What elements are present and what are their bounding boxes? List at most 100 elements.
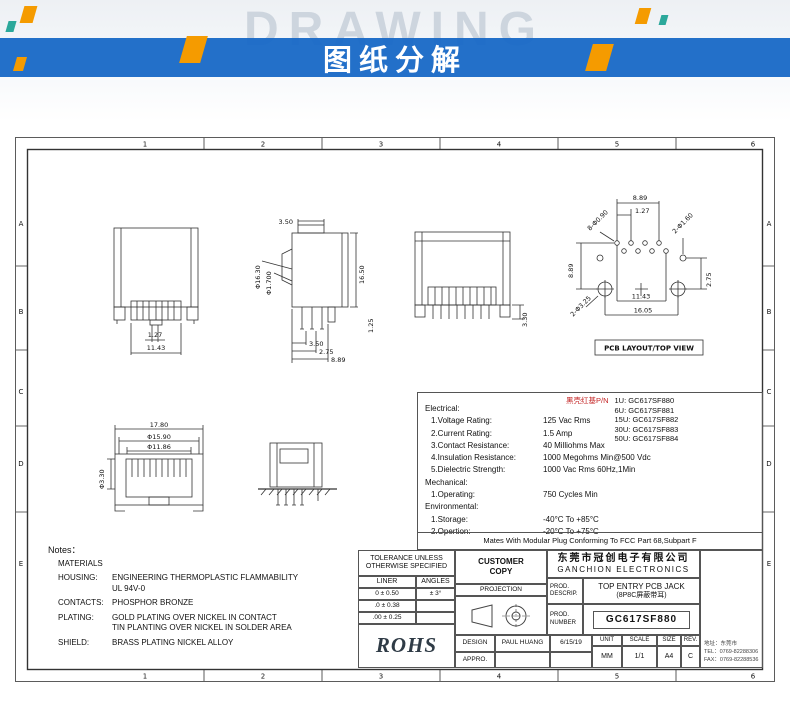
unit-value: MM [592, 646, 622, 668]
grid-col-bottom: 6 [751, 673, 756, 681]
grid-row-right: D [766, 460, 771, 468]
pn-item: 1U: GC617SF880 [614, 396, 675, 405]
notes-row: SHIELD: BRASS PLATING NICKEL ALLOY [58, 637, 234, 647]
grid-col-top: 1 [143, 141, 147, 149]
spec-row: 3.Contact Resistance:40 Milliohms Max [431, 440, 605, 450]
spec-section-title: Environmental: [425, 502, 479, 512]
spec-row: 4.Insulation Resistance:1000 Megohms Min… [431, 453, 651, 463]
mates-note: Mates With Modular Plug Conforming To FC… [418, 532, 762, 549]
dim-pcb-left: 8.89 [567, 264, 575, 278]
liner-header: LINER [358, 576, 416, 588]
notes-title: Notes： [48, 545, 81, 555]
pcb-view-caption: PCB LAYOUT/TOP VIEW [604, 345, 694, 353]
dim-side-dia2: Φ1.700 [265, 271, 273, 295]
notes-row: CONTACTS: PHOSPHOR BRONZE [58, 598, 194, 607]
tolerance-row-liner: .0 ± 0.38 [358, 600, 416, 612]
dim-front-pitch: 1.27 [148, 331, 162, 339]
dim-pcb-hole-big: 2-Φ3.25 [569, 294, 593, 318]
dim-bf-w1: 17.80 [150, 421, 169, 429]
appro-name [495, 651, 550, 668]
drawing-sheet: 1 2 3 4 5 6 1 2 3 4 5 6 A B C D E A B C [15, 137, 775, 682]
company-name: 东莞市冠创电子有限公司 GANCHION ELECTRONICS [547, 550, 700, 578]
specifications-panel: 黑壳红基P/N 1U: GC617SF880 6U: GC617SF881 15… [417, 392, 763, 550]
grid-col-top: 3 [379, 141, 383, 149]
scale-value: 1/1 [622, 646, 657, 668]
dim-bf-w2: Φ15.90 [147, 433, 171, 441]
grid-row-right: B [767, 308, 772, 316]
grid-col-bottom: 1 [143, 673, 147, 681]
header-banner-area: DRAWING 图纸分解 [0, 0, 790, 122]
grid-col-top: 5 [615, 141, 619, 149]
company-contact: 地址：东莞市 TEL：0769-82288306 FAX：0769-822885… [700, 550, 763, 668]
tolerance-row-angle [416, 600, 455, 612]
tolerance-row-liner: 0 ± 0.50 [358, 588, 416, 600]
tolerance-row-angle: ± 3° [416, 588, 455, 600]
prod-descrip-label: PROD.DESCRIP. [547, 578, 583, 604]
pn-item: 15U: GC617SF882 [614, 415, 679, 425]
design-label: DESIGN [455, 635, 495, 652]
pn-items: 1U: GC617SF880 6U: GC617SF881 15U: GC617… [615, 396, 679, 444]
pn-item: 30U: GC617SF883 [614, 424, 679, 434]
grid-row-left: B [19, 308, 24, 316]
size-header: SIZE [657, 635, 681, 646]
grid-labels: 1 2 3 4 5 6 1 2 3 4 5 6 A B C D E A B C [18, 141, 771, 681]
tolerance-row-liner: .00 ± 0.25 [358, 612, 416, 624]
grid-row-left: E [19, 560, 23, 568]
title-banner: 图纸分解 [0, 38, 790, 77]
projection-label: PROJECTION [455, 584, 547, 596]
rev-value: C [681, 646, 700, 668]
grid-col-top: 2 [261, 141, 265, 149]
appro-label: APPRO. [455, 651, 495, 668]
part-number-list: 黑壳红基P/N 1U: GC617SF880 6U: GC617SF881 15… [566, 396, 678, 444]
dim-front-width: 11.43 [147, 344, 166, 352]
grid-col-bottom: 5 [615, 673, 619, 681]
spec-row: 2.Current Rating:1.5 Amp [431, 428, 573, 438]
pn-item: 50U: GC617SF884 [614, 434, 679, 444]
spec-row: 1.Operating:750 Cycles Min [431, 490, 598, 500]
view-side-elevation: 3.50 16.50 1.25 Φ16.30 Φ1.700 3.50 2.75 … [254, 218, 375, 364]
dim-bf-w3: Φ11.86 [147, 443, 171, 451]
angles-header: ANGLES [416, 576, 455, 588]
technical-drawing-canvas: 1 2 3 4 5 6 1 2 3 4 5 6 A B C D E A B C [15, 137, 775, 682]
grid-row-right: E [767, 560, 771, 568]
grid-col-bottom: 2 [261, 673, 265, 681]
designer-name: PAUL HUANG [495, 635, 550, 652]
dim-pcb-t1: 8.89 [633, 194, 647, 202]
grid-row-right: C [767, 388, 772, 396]
dim-pcb-b2: 16.05 [634, 307, 653, 315]
dim-pcb-hole-side: 2-Φ1.60 [671, 211, 695, 235]
grid-row-left: A [19, 220, 24, 228]
dim-side-b3: 8.89 [331, 356, 345, 364]
page-title: 图纸分解 [322, 44, 467, 77]
pn-item: 6U: GC617SF881 [614, 405, 675, 415]
dim-pcb-right: 2.75 [705, 273, 713, 287]
grid-row-right: A [767, 220, 772, 228]
prod-number-value: GC617SF880 [583, 604, 700, 635]
notes-materials: MATERIALS [58, 559, 103, 568]
notes-row: PLATING: GOLD PLATING OVER NICKEL IN CON… [58, 612, 292, 633]
dim-side-b2: 2.75 [319, 348, 333, 356]
third-angle-projection-icon [471, 603, 530, 628]
pn-label: 黑壳红基P/N [566, 396, 609, 405]
view-bottom-side [258, 442, 337, 506]
spec-section-title: Mechanical: [425, 477, 468, 487]
grid-row-left: D [18, 460, 23, 468]
spec-row: 1.Voltage Rating:125 Vac Rms [431, 416, 591, 426]
grid-col-top: 6 [751, 141, 756, 149]
unit-header: UNIT [592, 635, 622, 646]
rohs-logo: ROHS [358, 624, 455, 668]
grid-row-left: C [19, 388, 24, 396]
appro-date [550, 651, 592, 668]
view-pcb-layout: 8.89 1.27 8-Φ0.90 2-Φ1.60 8.89 2.75 11.4… [567, 194, 713, 356]
grid-col-top: 4 [497, 141, 502, 149]
dim-side-dia1: Φ16.30 [254, 265, 262, 289]
dim-pcb-hole-small: 8-Φ0.90 [586, 208, 610, 232]
size-value: A4 [657, 646, 681, 668]
dim-side-leg: 1.25 [367, 319, 375, 333]
dim-side-b1: 3.50 [309, 340, 323, 348]
projection-symbol [455, 596, 547, 635]
